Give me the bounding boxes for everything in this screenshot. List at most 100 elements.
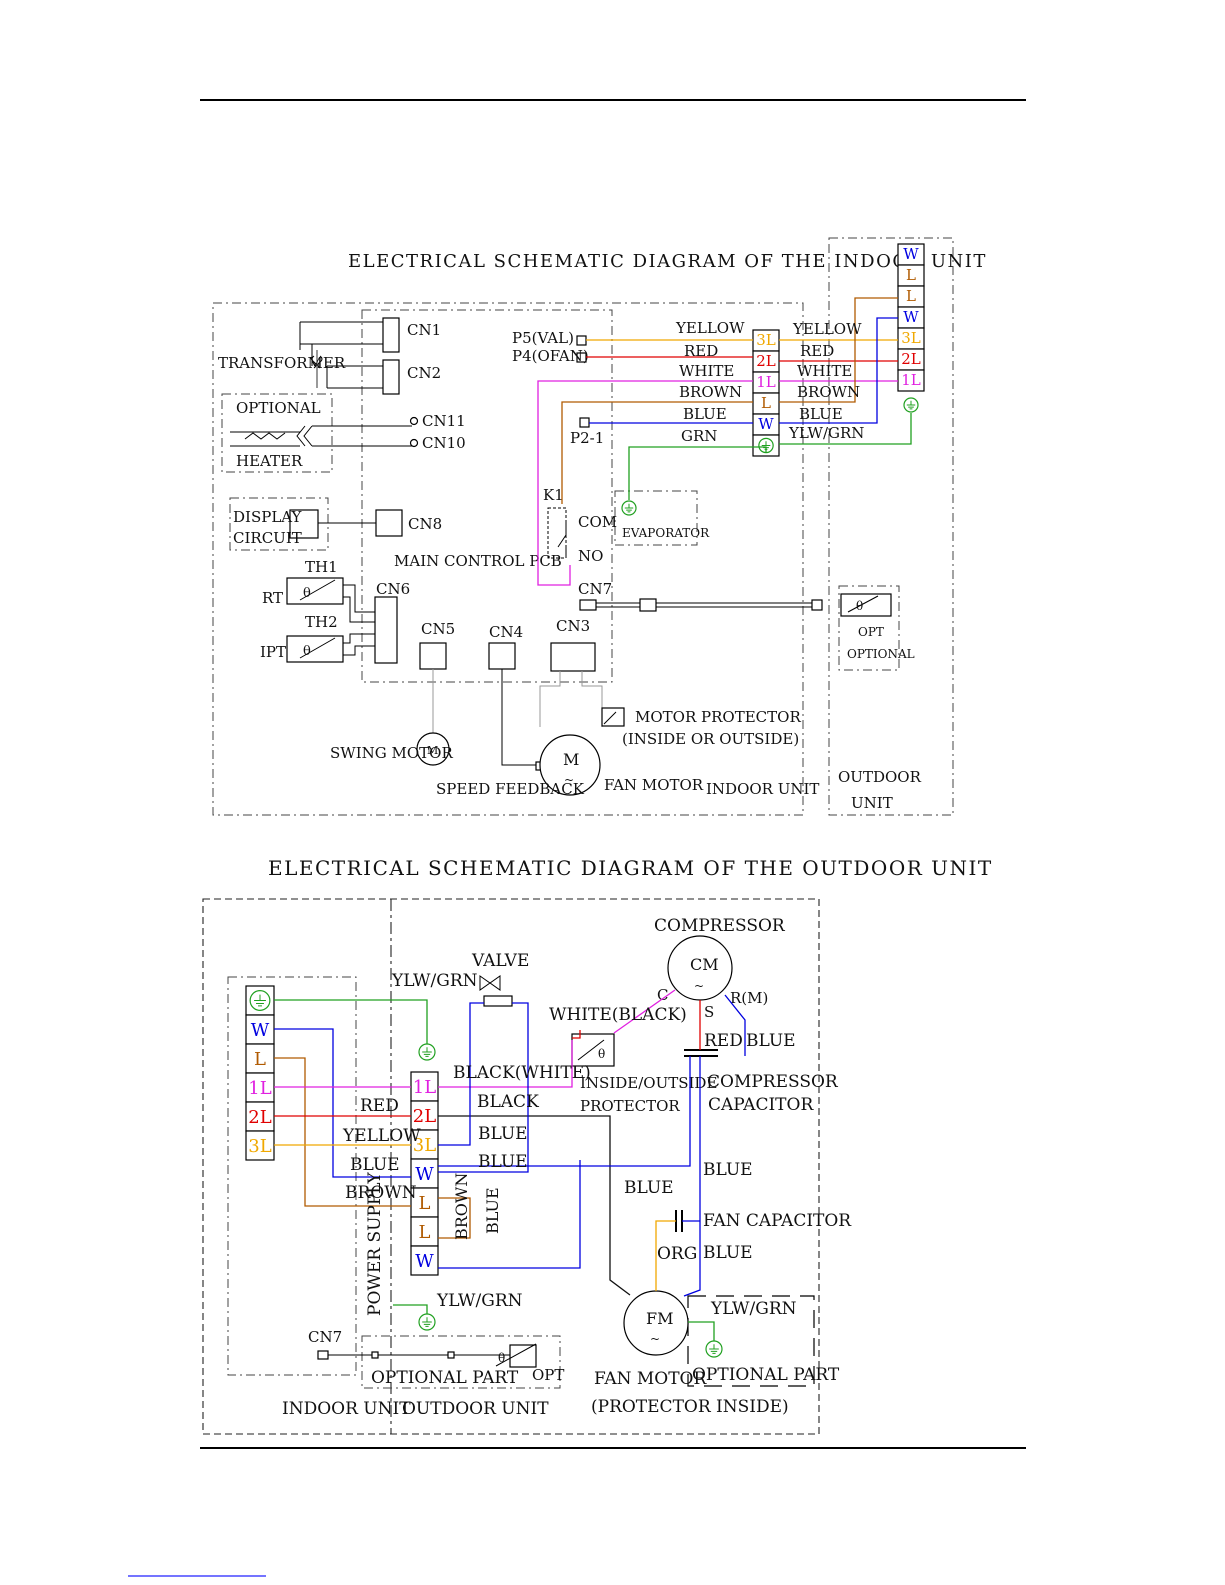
wire-label-blue-right: BLUE — [799, 405, 843, 423]
wl-blue-cap: BLUE — [703, 1160, 753, 1180]
wl-red-top: RED — [704, 1031, 743, 1051]
swing-motor-m: M — [427, 744, 438, 757]
outdoor-ground-symbols — [418, 1043, 723, 1358]
wire-label-brown-right: BROWN — [797, 383, 860, 401]
cn1-label: CN1 — [407, 321, 441, 339]
outdoor-term-right-label: L — [419, 1222, 431, 1243]
wl-blue-vertical: BLUE — [483, 1187, 502, 1234]
cn7-connector — [579, 599, 597, 611]
speed-feedback-lead — [501, 669, 536, 766]
compressor-tilde: ~ — [694, 979, 704, 993]
outdoor-term-left-label: 1L — [248, 1078, 271, 1099]
thermistor-slashes — [299, 579, 336, 659]
protector-slash — [577, 1039, 605, 1061]
cn7-coupler — [639, 598, 657, 612]
cn4-connector — [488, 642, 516, 670]
o-wire-fan-ground — [688, 1321, 715, 1341]
wl-ylwgrn-top: YLW/GRN — [391, 971, 478, 991]
outdoor-term-right-label: 2L — [413, 1106, 436, 1127]
outdoor-cn7-label: CN7 — [308, 1328, 342, 1346]
opt-theta-symbol: θ — [856, 599, 863, 613]
cn7-label: CN7 — [578, 580, 612, 598]
outdoor-frame — [202, 898, 820, 1435]
indoor-title: ELECTRICAL SCHEMATIC DIAGRAM OF THE INDO… — [348, 251, 987, 272]
valve-coil — [483, 995, 513, 1007]
protector-icon — [571, 1033, 615, 1067]
term-b-ground-icon — [903, 397, 919, 413]
optional-label: OPTIONAL — [847, 647, 915, 661]
wire-label-yellow-right: YELLOW — [792, 320, 862, 338]
cn10-label: CN10 — [422, 434, 466, 452]
cn3-label: CN3 — [556, 617, 590, 635]
outdoor-opt-theta: θ — [498, 1351, 505, 1365]
outdoor-term-right-cell — [410, 1187, 439, 1218]
thermistor-leads — [343, 584, 375, 656]
cn11-terminal — [409, 416, 419, 426]
indoor-term-b-label: 2L — [901, 350, 921, 368]
wl-brown-vertical: BROWN — [452, 1173, 471, 1240]
wire-label-red-right: RED — [800, 342, 834, 360]
outdoor-fan-motor-label-2: (PROTECTOR INSIDE) — [591, 1397, 789, 1417]
wl-red-left: RED — [360, 1096, 399, 1116]
outdoor-fan-motor-fm: FM — [646, 1309, 673, 1328]
o-wire-w-cap — [438, 1056, 691, 1167]
indoor-term-a-label: L — [761, 394, 771, 412]
p5-label: P5(VAL) — [512, 329, 574, 347]
outdoor-term-right-cell — [410, 1216, 439, 1247]
o-wire-fancap-org — [655, 1220, 676, 1291]
compressor-capacitor-label-1: COMPRESSOR — [707, 1072, 839, 1092]
transformer-coil-leads — [299, 322, 328, 388]
o-wire-mid-ground — [393, 1304, 428, 1314]
o-wire-l-left — [274, 1057, 411, 1207]
o-wire-compressor-c — [613, 989, 676, 1034]
indoor-wire-labels-left: YELLOW RED WHITE BROWN BLUE GRN — [675, 319, 745, 445]
wl-blue-right-1: BLUE — [478, 1124, 528, 1144]
wire-brown-right — [779, 297, 898, 403]
outdoor-opt-slash — [495, 1343, 537, 1367]
outdoor-term-left-label: 3L — [248, 1136, 271, 1157]
cn6-connector — [374, 596, 398, 664]
swing-motor-label: SWING MOTOR — [330, 744, 453, 762]
cn7-cable — [596, 602, 812, 608]
o-wire-3l-right — [438, 1002, 484, 1146]
transformer-icon — [311, 350, 323, 388]
wl-black-right: BLACK — [477, 1092, 539, 1112]
p5-pin — [576, 335, 587, 346]
wl-blue-right-2: BLUE — [478, 1152, 528, 1172]
wire-ylwgrn-right — [779, 413, 912, 445]
o-wire-w-right — [438, 1002, 529, 1173]
k1-label: K1 — [543, 486, 564, 504]
indoor-term-b-label: W — [903, 308, 919, 326]
outdoor-unit-label-1: OUTDOOR — [838, 768, 922, 786]
outdoor-ground-mid — [418, 1313, 436, 1331]
cn4-label: CN4 — [489, 623, 523, 641]
fan-motor-leads — [539, 671, 603, 727]
power-supply-label: POWER SUPPLY — [365, 1171, 385, 1316]
outdoor-opt-sensor — [509, 1344, 537, 1368]
wire-label-ylwgrn-right: YLW/GRN — [788, 424, 864, 442]
protector-label-2: PROTECTOR — [580, 1097, 680, 1115]
cn2-label: CN2 — [407, 364, 441, 382]
o-wire-l1 — [438, 1197, 471, 1239]
outdoor-fan-motor-label-1: FAN MOTOR — [594, 1369, 707, 1389]
ipt-label: IPT — [260, 643, 286, 661]
wire-label-yellow-left: YELLOW — [675, 319, 745, 337]
cn5-label: CN5 — [421, 620, 455, 638]
valve-icon — [479, 975, 501, 991]
indoor-terminal-frame — [227, 976, 357, 1376]
wire-label-white-right: WHITE — [797, 362, 852, 380]
cn10-terminal — [409, 438, 419, 448]
fan-motor-m: M — [563, 750, 579, 769]
motor-protector-label-1: MOTOR PROTECTOR — [635, 708, 801, 726]
wl-blue-fan: BLUE — [703, 1243, 753, 1263]
outdoor-cn7-connector — [317, 1350, 329, 1360]
indoor-term-b-label: W — [903, 245, 919, 263]
outdoor-ground-top — [418, 1043, 436, 1061]
wl-blue-mid: BLUE — [624, 1178, 674, 1198]
o-wire-1l-right — [438, 1040, 573, 1088]
outdoor-diagram: ELECTRICAL SCHEMATIC DIAGRAM OF THE OUTD… — [202, 856, 991, 1435]
outdoor-cn7-joint-1 — [371, 1351, 379, 1359]
